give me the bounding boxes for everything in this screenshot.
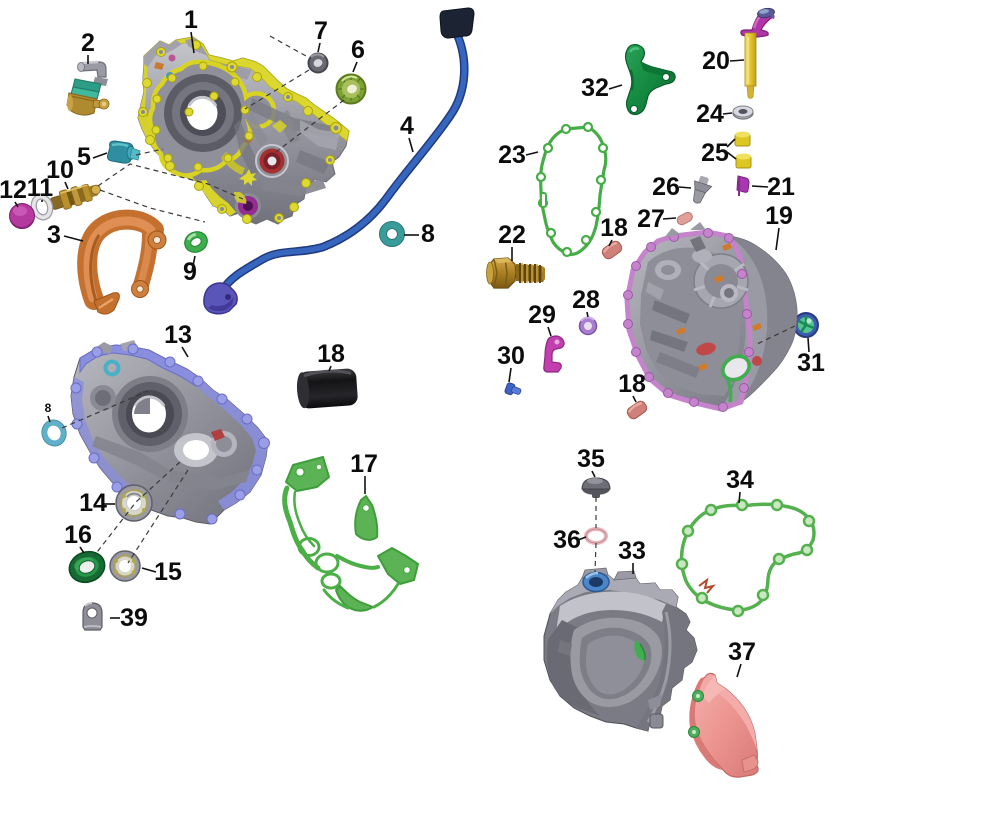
svg-text:18: 18 <box>618 370 646 398</box>
svg-text:4: 4 <box>400 112 414 140</box>
svg-text:37: 37 <box>728 638 756 666</box>
svg-text:8: 8 <box>45 401 52 415</box>
svg-text:1: 1 <box>184 6 198 34</box>
svg-text:16: 16 <box>64 521 92 549</box>
svg-text:34: 34 <box>726 466 754 494</box>
svg-text:2: 2 <box>81 29 95 57</box>
svg-text:8: 8 <box>421 220 435 248</box>
svg-text:14: 14 <box>79 489 107 517</box>
svg-text:9: 9 <box>183 258 197 286</box>
svg-text:33: 33 <box>618 537 646 565</box>
svg-text:29: 29 <box>528 301 556 329</box>
svg-text:21: 21 <box>767 173 795 201</box>
svg-text:13: 13 <box>164 321 192 349</box>
svg-text:27: 27 <box>637 205 665 233</box>
svg-text:30: 30 <box>497 342 525 370</box>
svg-text:28: 28 <box>572 286 600 314</box>
svg-text:17: 17 <box>350 450 378 478</box>
svg-text:20: 20 <box>702 47 730 75</box>
svg-text:39: 39 <box>120 604 148 632</box>
svg-text:23: 23 <box>498 141 526 169</box>
svg-text:35: 35 <box>577 445 605 473</box>
svg-text:12: 12 <box>0 176 27 204</box>
svg-text:18: 18 <box>600 214 628 242</box>
svg-text:6: 6 <box>351 36 365 64</box>
svg-text:36: 36 <box>553 526 581 554</box>
svg-text:5: 5 <box>77 143 91 171</box>
svg-text:31: 31 <box>797 349 825 377</box>
svg-text:26: 26 <box>652 173 680 201</box>
svg-text:7: 7 <box>314 17 328 45</box>
svg-text:22: 22 <box>498 221 526 249</box>
svg-text:18: 18 <box>317 340 345 368</box>
svg-text:19: 19 <box>765 202 793 230</box>
svg-text:15: 15 <box>154 558 182 586</box>
svg-text:11: 11 <box>27 174 54 202</box>
svg-text:3: 3 <box>47 221 61 249</box>
svg-text:25: 25 <box>701 139 729 167</box>
svg-text:10: 10 <box>46 156 74 184</box>
svg-text:24: 24 <box>696 100 724 128</box>
svg-text:32: 32 <box>581 74 609 102</box>
